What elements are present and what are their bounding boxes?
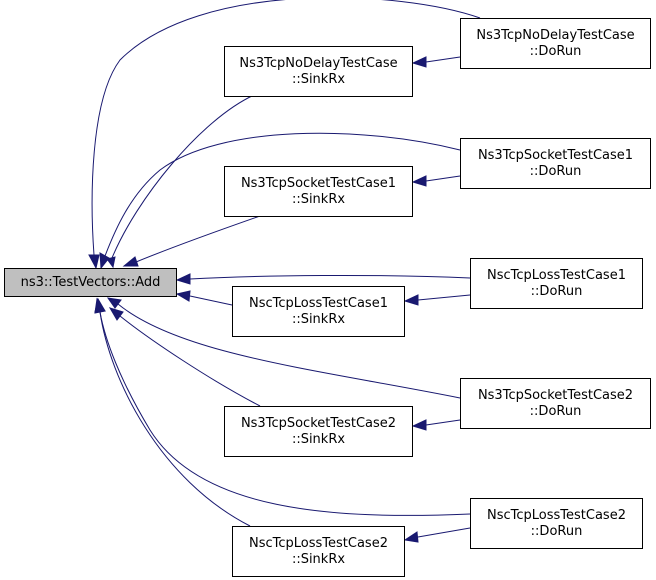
- arrowhead-icon: [94, 297, 106, 314]
- edge-line: [99, 311, 471, 516]
- edge-tcpsocket1_sinkrx-to-add: [122, 215, 261, 267]
- nodes-layer: ns3::TestVectors::Add Ns3TcpNoDelayTestCa…: [4, 18, 651, 577]
- edge-nscloss2_dorun-to-add: [94, 297, 471, 516]
- node-box: [470, 498, 643, 549]
- edge-line: [111, 94, 255, 259]
- node-tcpnodelay-sinkrx[interactable]: Ns3TcpNoDelayTestCase::SinkRx: [224, 46, 413, 97]
- edge-tcpsocket1_dorun-to-tcpsocket1_sinkrx: [411, 175, 461, 187]
- node-label-class: Ns3TcpSocketTestCase1: [241, 176, 396, 191]
- node-label-method: ::DoRun: [531, 524, 583, 539]
- edge-line: [119, 315, 261, 407]
- node-label-class: Ns3TcpSocketTestCase1: [478, 148, 633, 163]
- arrowhead-icon: [108, 307, 124, 321]
- edge-nscloss2_dorun-to-nscloss2_sinkrx: [403, 527, 471, 543]
- node-label-class: ns3::TestVectors::Add: [21, 275, 161, 290]
- node-box: [460, 138, 651, 189]
- arrowhead-icon: [175, 290, 191, 302]
- node-box: [460, 18, 651, 69]
- edge-line: [99, 311, 251, 527]
- arrowhead-icon: [106, 256, 116, 269]
- node-label-method: ::DoRun: [530, 164, 582, 179]
- arrowhead-icon: [403, 294, 419, 306]
- node-label-class: Ns3TcpSocketTestCase2: [241, 416, 396, 431]
- edge-line: [425, 175, 461, 182]
- node-label-method: ::SinkRx: [292, 552, 345, 567]
- node-tcpsocket2-sinkrx[interactable]: Ns3TcpSocketTestCase2::SinkRx: [224, 406, 413, 457]
- node-label-method: ::DoRun: [530, 404, 582, 419]
- node-box: [4, 268, 177, 297]
- edge-tcpsocket2_dorun-to-add: [106, 297, 461, 399]
- arrowhead-icon: [411, 175, 427, 187]
- edge-line: [117, 303, 461, 399]
- arrowhead-icon: [403, 531, 419, 543]
- node-label-class: Ns3TcpSocketTestCase2: [478, 388, 633, 403]
- edge-tcpsocket1_dorun-to-add: [99, 132, 461, 270]
- edge-nscloss1_dorun-to-add: [175, 273, 471, 285]
- node-label-method: ::SinkRx: [292, 312, 345, 327]
- node-label-method: ::DoRun: [531, 284, 583, 299]
- edge-tcpnodelay_dorun-to-add: [88, 0, 481, 270]
- edge-line: [189, 274, 471, 280]
- node-nscloss2-sinkrx[interactable]: NscTcpLossTestCase2::SinkRx: [232, 526, 405, 577]
- arrowhead-icon: [99, 252, 110, 270]
- edge-tcpnodelay_sinkrx-to-add: [106, 94, 255, 269]
- node-label-method: ::SinkRx: [292, 72, 345, 87]
- node-box: [224, 46, 413, 97]
- node-tcpsocket1-sinkrx[interactable]: Ns3TcpSocketTestCase1::SinkRx: [224, 166, 413, 217]
- arrowhead-icon: [411, 56, 427, 68]
- node-tcpsocket2-dorun[interactable]: Ns3TcpSocketTestCase2::DoRun: [460, 378, 651, 429]
- node-tcpsocket1-dorun[interactable]: Ns3TcpSocketTestCase1::DoRun: [460, 138, 651, 189]
- edge-line: [425, 56, 461, 63]
- node-label-class: NscTcpLossTestCase1: [249, 296, 388, 311]
- node-box: [460, 378, 651, 429]
- node-label-class: NscTcpLossTestCase1: [487, 268, 626, 283]
- node-box: [470, 258, 643, 309]
- edge-tcpsocket2_dorun-to-tcpsocket2_sinkrx: [411, 419, 461, 431]
- node-label-class: NscTcpLossTestCase2: [487, 508, 626, 523]
- edge-line: [425, 419, 461, 426]
- edge-nscloss1_dorun-to-nscloss1_sinkrx: [403, 294, 471, 306]
- node-box: [232, 286, 405, 337]
- edge-tcpnodelay_dorun-to-tcpnodelay_sinkrx: [411, 56, 461, 68]
- node-label-method: ::SinkRx: [292, 192, 345, 207]
- arrowhead-icon: [122, 256, 139, 267]
- edge-line: [417, 294, 471, 301]
- node-add[interactable]: ns3::TestVectors::Add: [4, 268, 177, 297]
- node-label-method: ::DoRun: [530, 44, 582, 59]
- node-nscloss1-dorun[interactable]: NscTcpLossTestCase1::DoRun: [470, 258, 643, 309]
- node-nscloss2-dorun[interactable]: NscTcpLossTestCase2::DoRun: [470, 498, 643, 549]
- node-box: [224, 406, 413, 457]
- edge-line: [189, 295, 233, 306]
- node-box: [224, 166, 413, 217]
- node-label-class: Ns3TcpNoDelayTestCase: [476, 28, 634, 43]
- edge-nscloss1_sinkrx-to-add: [175, 290, 233, 306]
- arrowhead-icon: [88, 254, 100, 270]
- arrowhead-icon: [175, 273, 191, 285]
- node-tcpnodelay-dorun[interactable]: Ns3TcpNoDelayTestCase::DoRun: [460, 18, 651, 69]
- edge-tcpsocket2_sinkrx-to-add: [108, 307, 261, 407]
- node-nscloss1-sinkrx[interactable]: NscTcpLossTestCase1::SinkRx: [232, 286, 405, 337]
- node-box: [232, 526, 405, 577]
- edge-line: [417, 527, 471, 538]
- node-label-class: NscTcpLossTestCase2: [249, 536, 388, 551]
- edge-line: [104, 132, 461, 257]
- edge-line: [135, 215, 261, 263]
- node-label-class: Ns3TcpNoDelayTestCase: [239, 56, 397, 71]
- node-label-method: ::SinkRx: [292, 432, 345, 447]
- arrowhead-icon: [411, 419, 427, 431]
- edges-layer: [88, 0, 481, 543]
- edge-line: [91, 0, 481, 256]
- arrowhead-icon: [106, 297, 122, 309]
